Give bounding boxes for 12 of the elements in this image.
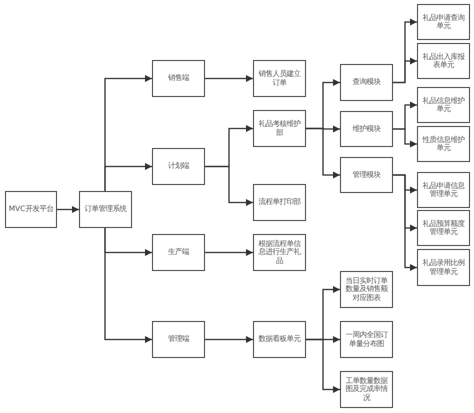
arrow (104, 163, 152, 191)
arrow (57, 206, 79, 213)
arrow (104, 228, 152, 343)
arrow (205, 249, 253, 256)
arrow (306, 128, 340, 178)
arrow (205, 336, 253, 343)
arrow (393, 174, 417, 271)
arrow (306, 338, 340, 393)
arrow (205, 75, 253, 82)
arrow (393, 128, 417, 148)
arrow (393, 58, 417, 84)
arrow (205, 166, 253, 206)
